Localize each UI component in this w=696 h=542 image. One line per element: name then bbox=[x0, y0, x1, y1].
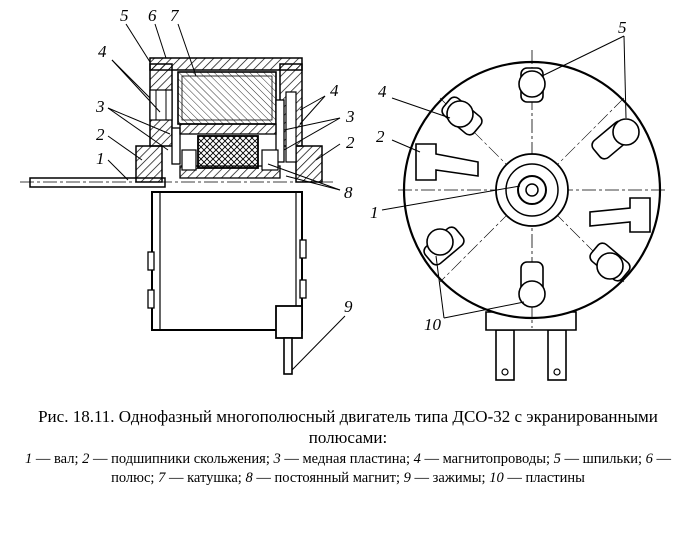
front-view: 5 4 2 1 10 bbox=[370, 18, 668, 381]
legend-item: 6 — полюс; bbox=[111, 451, 671, 486]
legend-text: — медная пластина; bbox=[280, 451, 414, 467]
stud-lower-left bbox=[426, 228, 454, 256]
legend-item: 7 — катушка; bbox=[158, 470, 245, 486]
caption-legend: 1 — вал; 2 — подшипники скольжения; 3 — … bbox=[14, 450, 682, 488]
caption-title: Рис. 18.11. Однофазный многополюсный дви… bbox=[38, 407, 658, 447]
legend-text: — постоянный магнит; bbox=[252, 470, 404, 486]
bearing-left bbox=[135, 145, 163, 183]
legend-number: 10 bbox=[489, 470, 504, 486]
legend-number: 8 bbox=[245, 470, 253, 486]
legend-item: 3 — медная пластина; bbox=[274, 451, 414, 467]
stud-bottom bbox=[518, 280, 546, 308]
stud-upper-right bbox=[612, 118, 640, 146]
legend-number: 5 bbox=[553, 451, 561, 467]
legend-number: 6 bbox=[645, 451, 653, 467]
callout-4-left-a: 4 bbox=[98, 42, 107, 61]
legend-text: — зажимы; bbox=[410, 470, 490, 486]
callout-4-left-b: 4 bbox=[330, 81, 339, 100]
coil bbox=[177, 71, 277, 125]
legend-text: — вал; bbox=[32, 451, 83, 467]
legend-number: 7 bbox=[158, 470, 166, 486]
callout-3-left-a: 3 bbox=[95, 97, 105, 116]
legend-number: 9 bbox=[403, 470, 411, 486]
callout-2-left-a: 2 bbox=[96, 125, 105, 144]
callout-5-right: 5 bbox=[618, 18, 627, 37]
legend-number: 3 bbox=[273, 451, 281, 467]
section-view: 5 6 7 4 4 3 3 2 2 1 8 9 bbox=[20, 6, 355, 375]
copper-plate-left bbox=[171, 127, 181, 165]
legend-number: 2 bbox=[82, 451, 90, 467]
legend-text: — шпильки; bbox=[560, 451, 646, 467]
callout-8-left: 8 bbox=[344, 183, 353, 202]
callout-4-right: 4 bbox=[378, 82, 387, 101]
callout-1-left: 1 bbox=[96, 149, 105, 168]
motor-drawing: 5 6 7 4 4 3 3 2 2 1 8 9 bbox=[20, 6, 668, 381]
callout-3-left-b: 3 bbox=[345, 107, 355, 126]
pole bbox=[179, 123, 277, 135]
legend-text: — полюс; bbox=[111, 451, 671, 486]
legend-number: 4 bbox=[413, 451, 421, 467]
legend-item: 5 — шпильки; bbox=[554, 451, 646, 467]
callout-10-right: 10 bbox=[424, 315, 442, 334]
bearing-right bbox=[295, 145, 323, 183]
legend-item: 8 — постоянный магнит; bbox=[245, 470, 403, 486]
yoke-top bbox=[149, 57, 303, 71]
legend-text: — катушка; bbox=[165, 470, 246, 486]
plate-left bbox=[415, 143, 479, 181]
legend-item: 9 — зажимы; bbox=[404, 470, 490, 486]
callout-2-right: 2 bbox=[376, 127, 385, 146]
terminal-block bbox=[275, 305, 303, 339]
legend-text: — пластины bbox=[503, 470, 585, 486]
stud-upper-left bbox=[446, 100, 474, 128]
plate-right bbox=[589, 197, 651, 233]
legend-text: — подшипники скольжения; bbox=[89, 451, 274, 467]
terminal-pin bbox=[283, 337, 293, 375]
legend-number: 1 bbox=[25, 451, 33, 467]
legend-item: 1 — вал; bbox=[25, 451, 82, 467]
figure-caption: Рис. 18.11. Однофазный многополюсный дви… bbox=[14, 406, 682, 488]
rotor-magnet bbox=[197, 135, 259, 169]
stud-top bbox=[518, 70, 546, 98]
legend-item: 4 — магнитопроводы; bbox=[414, 451, 554, 467]
callout-9-left: 9 bbox=[344, 297, 353, 316]
callout-2-left-b: 2 bbox=[346, 133, 355, 152]
legend-item: 2 — подшипники скольжения; bbox=[82, 451, 273, 467]
callout-6-left: 6 bbox=[148, 6, 157, 25]
shaft bbox=[29, 177, 166, 188]
legend-item: 10 — пластины bbox=[489, 470, 585, 486]
callout-1-right: 1 bbox=[370, 203, 379, 222]
legend-text: — магнитопроводы; bbox=[420, 451, 554, 467]
stud-lower-right bbox=[596, 252, 624, 280]
callout-7-left: 7 bbox=[170, 6, 180, 25]
rotor-hub bbox=[179, 165, 281, 179]
callout-5-left: 5 bbox=[120, 6, 129, 25]
